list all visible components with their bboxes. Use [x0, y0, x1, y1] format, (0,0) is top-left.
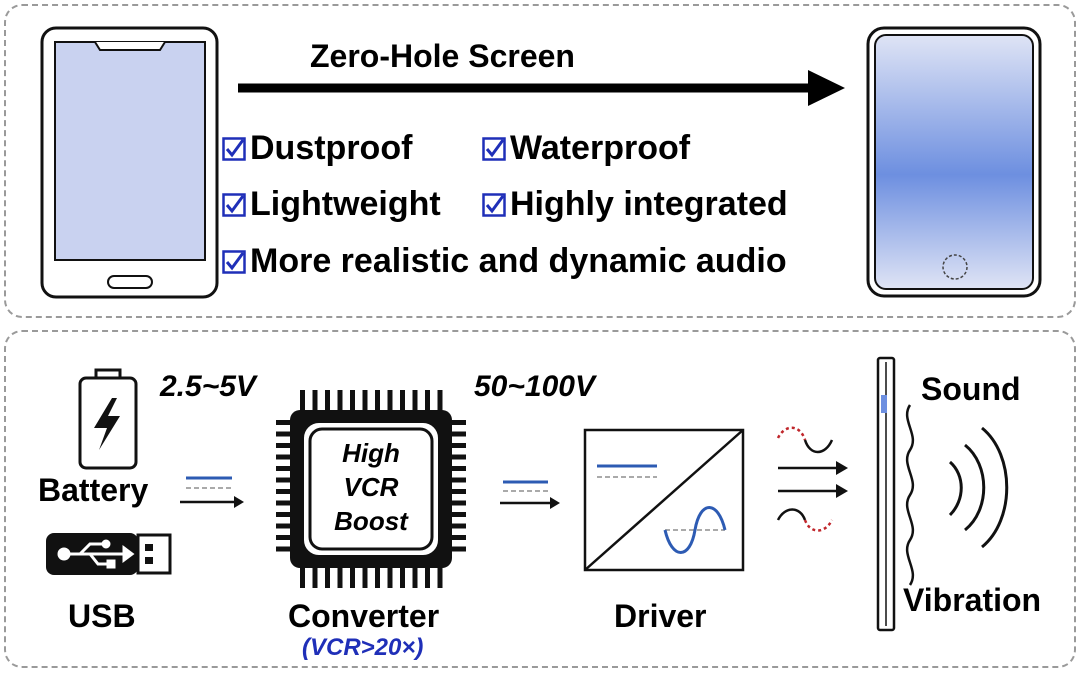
chip-pin: [276, 489, 292, 494]
usb-icon: [46, 533, 172, 575]
chip-pin: [276, 454, 292, 460]
battery-icon: [78, 368, 138, 470]
checkbox-icon: [482, 192, 506, 217]
chip-pin: [450, 477, 466, 483]
arrow-label: Zero-Hole Screen: [310, 38, 575, 74]
feature-label: Dustproof: [250, 129, 413, 167]
chip-pin: [450, 546, 466, 552]
chip-pin: [276, 535, 292, 540]
chip-pin: [276, 420, 292, 425]
chip-pin: [412, 566, 418, 588]
chip-pin: [312, 390, 318, 412]
ac-signal-arrows: [776, 426, 848, 532]
chip-pin: [400, 566, 405, 588]
converter-label: Converter: [288, 598, 440, 634]
feature-lightweight: Lightweight: [222, 185, 441, 224]
chip-pin: [276, 523, 292, 529]
chip-pin: [437, 390, 443, 412]
chip-pin: [387, 566, 393, 588]
chip-pin: [425, 566, 430, 588]
chip-pin: [375, 390, 380, 412]
sound-label: Sound: [921, 371, 1021, 407]
chip-pin: [325, 566, 330, 588]
checkbox-icon: [222, 136, 246, 161]
feature-realistic-audio: More realistic and dynamic audio: [222, 242, 787, 281]
feature-dustproof: Dustproof: [222, 129, 412, 168]
chip-pin: [276, 546, 292, 552]
input-voltage-label: 2.5~5V: [160, 370, 256, 403]
feature-waterproof: Waterproof: [482, 129, 690, 168]
dc-input-arrow: [180, 476, 244, 508]
usb-label: USB: [68, 598, 136, 634]
top-panel: [4, 4, 1076, 318]
battery-label: Battery: [38, 472, 149, 508]
chip-pin: [425, 390, 430, 412]
converter-note: (VCR>20×): [302, 634, 424, 661]
chip-pin: [450, 535, 466, 540]
feature-label: More realistic and dynamic audio: [250, 242, 787, 280]
chip-pin: [300, 390, 305, 412]
chip-pin: [400, 390, 405, 412]
chip-pin: [450, 454, 466, 460]
chip-pin: [412, 390, 418, 412]
chip-pin: [450, 420, 466, 425]
feature-label: Lightweight: [250, 185, 441, 223]
checkbox-icon: [222, 192, 246, 217]
checkbox-icon: [222, 249, 246, 274]
chip-line: Boost: [334, 506, 408, 536]
vibration-wave-icon: [905, 404, 915, 586]
zero-hole-phone-icon: [866, 26, 1042, 298]
chip-pin: [276, 512, 292, 517]
bottom-panel: [4, 330, 1076, 668]
chip-pin: [312, 566, 318, 588]
output-voltage-label: 50~100V: [474, 370, 595, 403]
chip-pin: [337, 390, 343, 412]
feature-highly-integrated: Highly integrated: [482, 185, 788, 224]
chip-pin: [300, 566, 305, 588]
chip-pin: [350, 390, 355, 412]
chip-pin: [450, 431, 466, 437]
chip-pin: [350, 566, 355, 588]
driver-label: Driver: [614, 598, 707, 634]
chip-line: High: [342, 438, 400, 468]
zero-hole-arrow: [238, 70, 845, 106]
phone-with-holes-icon: [40, 26, 219, 299]
chip-pin: [276, 500, 292, 506]
chip-pin: [387, 390, 393, 412]
vibration-label: Vibration: [903, 582, 1042, 618]
chip-pin: [450, 443, 466, 448]
checkbox-icon: [482, 136, 506, 161]
chip-pin: [362, 390, 368, 412]
chip-pin: [276, 466, 292, 471]
chip-pin: [325, 390, 330, 412]
chip-pin: [337, 566, 343, 588]
chip-line: VCR: [343, 472, 399, 502]
chip-pin: [276, 477, 292, 483]
driver-icon: [583, 428, 745, 572]
boost-converter-chip-icon: [276, 390, 466, 588]
chip-pin: [450, 466, 466, 471]
chip-pin: [362, 566, 368, 588]
chip-pin: [276, 431, 292, 437]
chip-pin: [450, 512, 466, 517]
sound-waves-icon: [948, 426, 1009, 549]
chip-pin: [276, 443, 292, 448]
feature-label: Waterproof: [510, 129, 691, 167]
dc-output-arrow: [500, 480, 560, 509]
chip-pin: [437, 566, 443, 588]
chip-pin: [450, 523, 466, 529]
screen-side-view-icon: [876, 356, 896, 632]
chip-pin: [450, 489, 466, 494]
chip-pin: [450, 500, 466, 506]
chip-label: High VCR Boost: [311, 436, 431, 538]
feature-label: Highly integrated: [510, 185, 788, 223]
chip-pin: [375, 566, 380, 588]
